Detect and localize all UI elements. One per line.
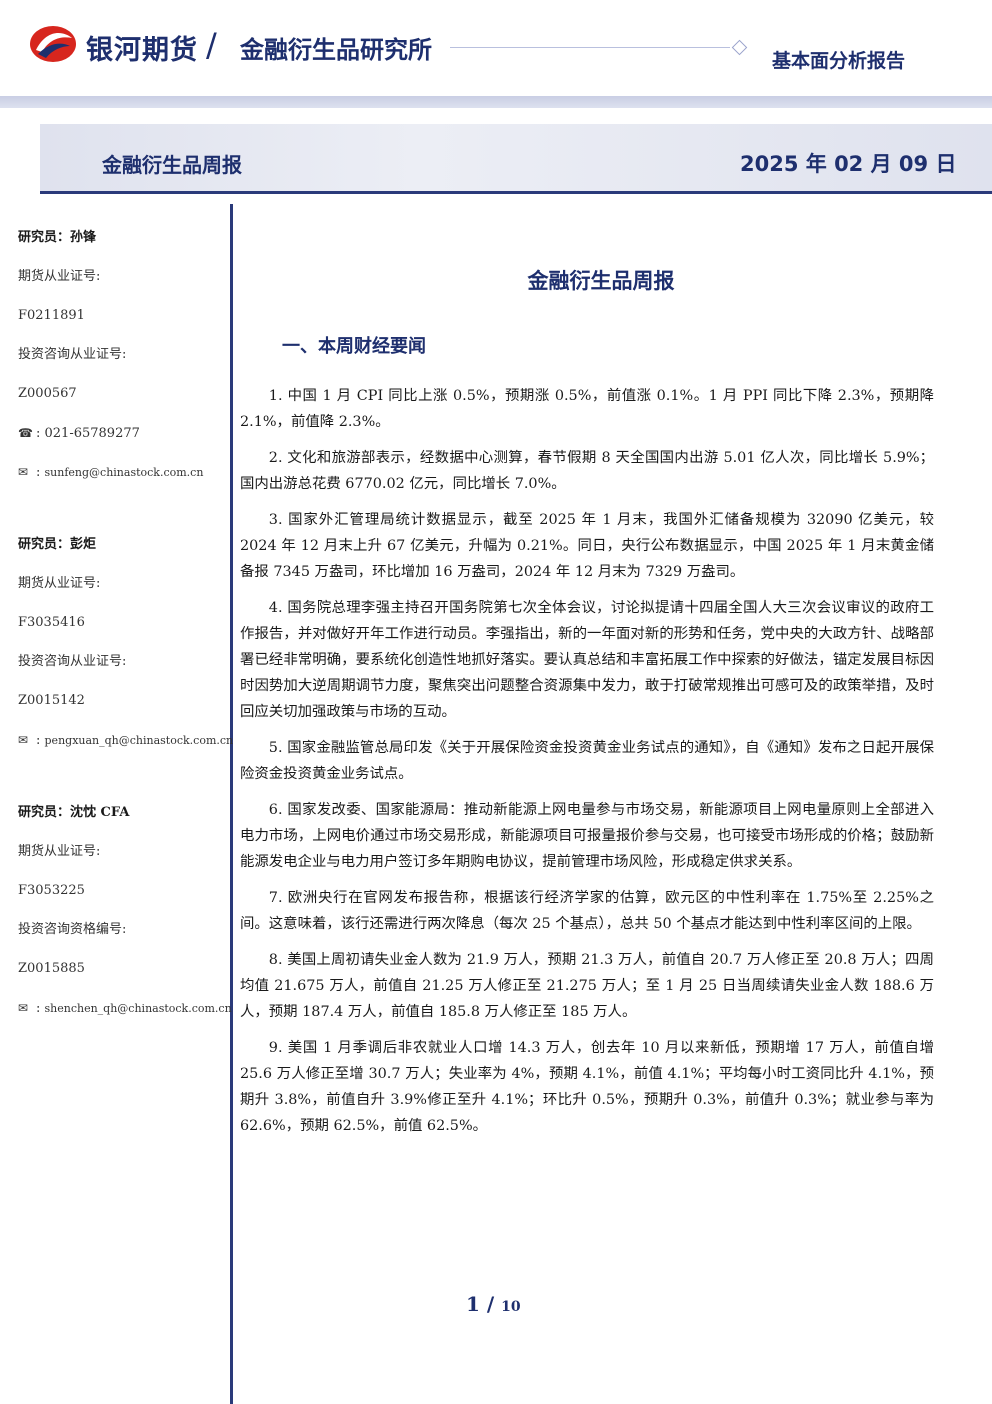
email-row[interactable]: ✉: sunfeng@chinastock.com.cn	[18, 458, 228, 497]
consult-label: 投资咨询从业证号:	[18, 654, 127, 669]
consult-number: Z0015142	[18, 693, 85, 708]
license-number: F3053225	[18, 883, 85, 898]
news-item: 2. 文化和旅游部表示，经数据中心测算，春节假期 8 天全国国内出游 5.01 …	[240, 450, 934, 492]
total-pages: 10	[501, 1299, 521, 1315]
news-item: 9. 美国 1 月季调后非农就业人口增 14.3 万人，创去年 10 月以来新低…	[240, 1040, 934, 1134]
news-item: 8. 美国上周初请失业金人数为 21.9 万人，预期 21.3 万人，前值自 2…	[240, 952, 934, 1020]
title-band-underline	[40, 191, 992, 194]
news-item: 7. 欧洲央行在官网发布报告称，根据该行经济学家的估算，欧元区的中性利率在 1.…	[240, 890, 934, 932]
email-address[interactable]: shenchen_qh@chinastock.com.cn	[44, 1002, 232, 1015]
page-separator: /	[486, 1292, 495, 1316]
mail-icon: ✉	[18, 1001, 29, 1015]
institute-name: 金融衍生品研究所	[240, 36, 432, 64]
news-item: 1. 中国 1 月 CPI 同比上涨 0.5%，预期涨 0.5%，前值涨 0.1…	[240, 388, 934, 430]
analyst-name: 研究员：孙锋	[18, 230, 97, 245]
analyst-name: 研究员：沈忱 CFA	[18, 805, 130, 820]
analyst-sidebar: 研究员：孙锋 期货从业证号: F0211891 投资咨询从业证号: Z00056…	[18, 224, 233, 1033]
news-item: 5. 国家金融监管总局印发《关于开展保险资金投资黄金业务试点的通知》，自《通知》…	[240, 740, 934, 782]
header-bar	[0, 96, 992, 108]
analyst-block: 研究员：沈忱 CFA 期货从业证号: F3053225 投资咨询资格编号: Z0…	[18, 799, 232, 1033]
phone-icon: ☎	[18, 426, 33, 440]
consult-label: 投资咨询资格编号:	[18, 922, 127, 937]
consult-number: Z000567	[18, 386, 77, 401]
analyst-block: 研究员：彭炬 期货从业证号: F3035416 投资咨询从业证号: Z00151…	[18, 531, 233, 765]
galaxy-futures-logo-icon	[30, 26, 76, 62]
email-row[interactable]: ✉: shenchen_qh@chinastock.com.cn	[18, 994, 232, 1033]
news-item: 3. 国家外汇管理局统计数据显示，截至 2025 年 1 月末，我国外汇储备规模…	[240, 512, 934, 580]
sidebar-divider	[230, 204, 233, 1404]
news-list: 1. 中国 1 月 CPI 同比上涨 0.5%，预期涨 0.5%，前值涨 0.1…	[240, 383, 934, 1149]
header-rule	[450, 47, 730, 48]
phone-number: 021-65789277	[44, 426, 140, 441]
page-number: 1 / 10	[466, 1292, 521, 1316]
license-number: F0211891	[18, 308, 85, 323]
license-label: 期货从业证号:	[18, 269, 101, 284]
license-label: 期货从业证号:	[18, 576, 101, 591]
news-item: 6. 国家发改委、国家能源局：推动新能源上网电量参与市场交易，新能源项目上网电量…	[240, 802, 934, 870]
news-item: 4. 国务院总理李强主持召开国务院第七次全体会议，讨论拟提请十四届全国人大三次会…	[240, 600, 934, 720]
analyst-block: 研究员：孙锋 期货从业证号: F0211891 投资咨询从业证号: Z00056…	[18, 224, 228, 497]
main-title: 金融衍生品周报	[527, 269, 675, 293]
email-row[interactable]: ✉: pengxuan_qh@chinastock.com.cn	[18, 726, 233, 765]
brand-name: 银河期货	[86, 35, 198, 66]
email-address[interactable]: pengxuan_qh@chinastock.com.cn	[44, 734, 234, 747]
diamond-icon	[731, 39, 748, 56]
header-separator: /	[206, 26, 217, 64]
consult-label: 投资咨询从业证号:	[18, 347, 127, 362]
mail-icon: ✉	[18, 465, 29, 479]
report-type: 基本面分析报告	[772, 50, 906, 72]
title-band	[40, 124, 992, 192]
email-address[interactable]: sunfeng@chinastock.com.cn	[44, 466, 204, 479]
license-number: F3035416	[18, 615, 85, 630]
analyst-name: 研究员：彭炬	[18, 537, 97, 552]
section-heading: 一、本周财经要闻	[282, 336, 426, 357]
phone-row: ☎: 021-65789277	[18, 419, 228, 458]
consult-number: Z0015885	[18, 961, 85, 976]
report-title: 金融衍生品周报	[102, 153, 242, 177]
license-label: 期货从业证号:	[18, 844, 101, 859]
current-page: 1	[466, 1292, 480, 1316]
report-date: 2025 年 02 月 09 日	[740, 152, 957, 176]
mail-icon: ✉	[18, 733, 29, 747]
